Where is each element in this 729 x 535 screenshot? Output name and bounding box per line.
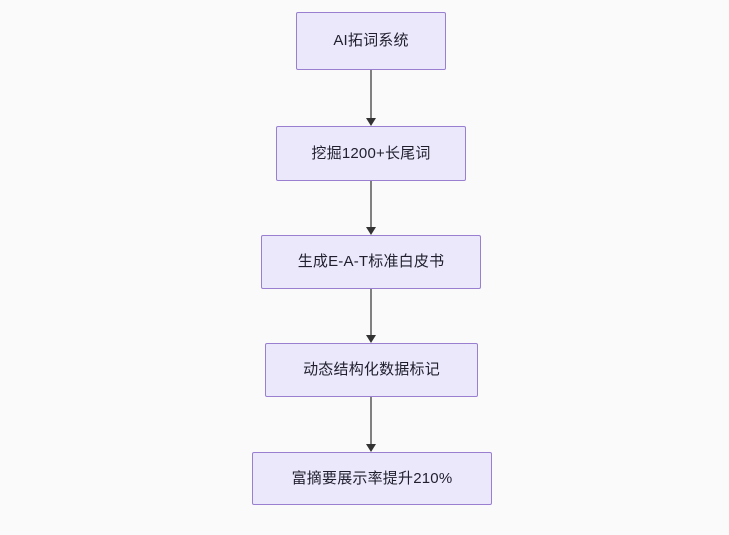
edge-line xyxy=(370,70,372,118)
flow-node-label: 动态结构化数据标记 xyxy=(303,361,440,379)
flow-node-label: AI拓词系统 xyxy=(333,32,409,50)
flow-node-label: 生成E-A-T标准白皮书 xyxy=(297,253,445,271)
edge-line xyxy=(370,397,372,444)
flow-node-mine-longtail-keywords[interactable]: 挖掘1200+长尾词 xyxy=(276,126,466,181)
flow-node-generate-eat-whitepaper[interactable]: 生成E-A-T标准白皮书 xyxy=(261,235,481,289)
edge-line xyxy=(370,181,372,227)
arrow-down-icon xyxy=(366,227,376,235)
arrow-down-icon xyxy=(366,118,376,126)
edge-line xyxy=(370,289,372,335)
flow-node-label: 挖掘1200+长尾词 xyxy=(311,144,431,162)
flow-node-label: 富摘要展示率提升210% xyxy=(291,469,453,487)
arrow-down-icon xyxy=(366,444,376,452)
arrow-down-icon xyxy=(366,335,376,343)
flow-node-dynamic-structured-data-markup[interactable]: 动态结构化数据标记 xyxy=(265,343,478,397)
flow-node-ai-keyword-system[interactable]: AI拓词系统 xyxy=(296,12,446,70)
flow-node-rich-snippet-rate-increase[interactable]: 富摘要展示率提升210% xyxy=(252,452,492,505)
